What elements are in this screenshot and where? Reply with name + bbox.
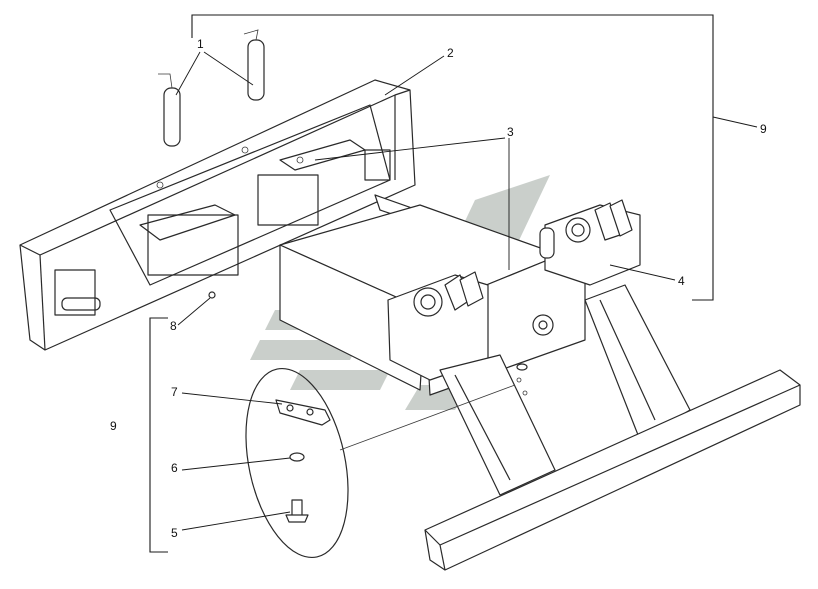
- callout-9-left: 9: [110, 419, 117, 433]
- fastener-set: [208, 291, 528, 523]
- callout-4: 4: [678, 274, 685, 288]
- callout-7: 7: [171, 385, 178, 399]
- bearing-housing-left: [387, 271, 489, 381]
- base-skid: [424, 369, 801, 571]
- leader-lines: [175, 51, 758, 531]
- callout-8: 8: [170, 319, 177, 333]
- callout-2: 2: [447, 46, 454, 60]
- bearing-housing-right-part-4: [532, 199, 641, 336]
- callout-3: 3: [507, 125, 514, 139]
- callout-6: 6: [171, 461, 178, 475]
- callout-5: 5: [171, 526, 178, 540]
- callout-1: 1: [197, 37, 204, 51]
- pin-pair-part-1: [158, 29, 265, 147]
- assembly-bracket-left: [149, 317, 168, 553]
- frame-beam-part-2: [19, 79, 416, 351]
- support-legs: [439, 284, 691, 496]
- callout-9-right: 9: [760, 122, 767, 136]
- assembly-bracket-right: [191, 14, 714, 301]
- detail-view-ellipse: [245, 367, 516, 559]
